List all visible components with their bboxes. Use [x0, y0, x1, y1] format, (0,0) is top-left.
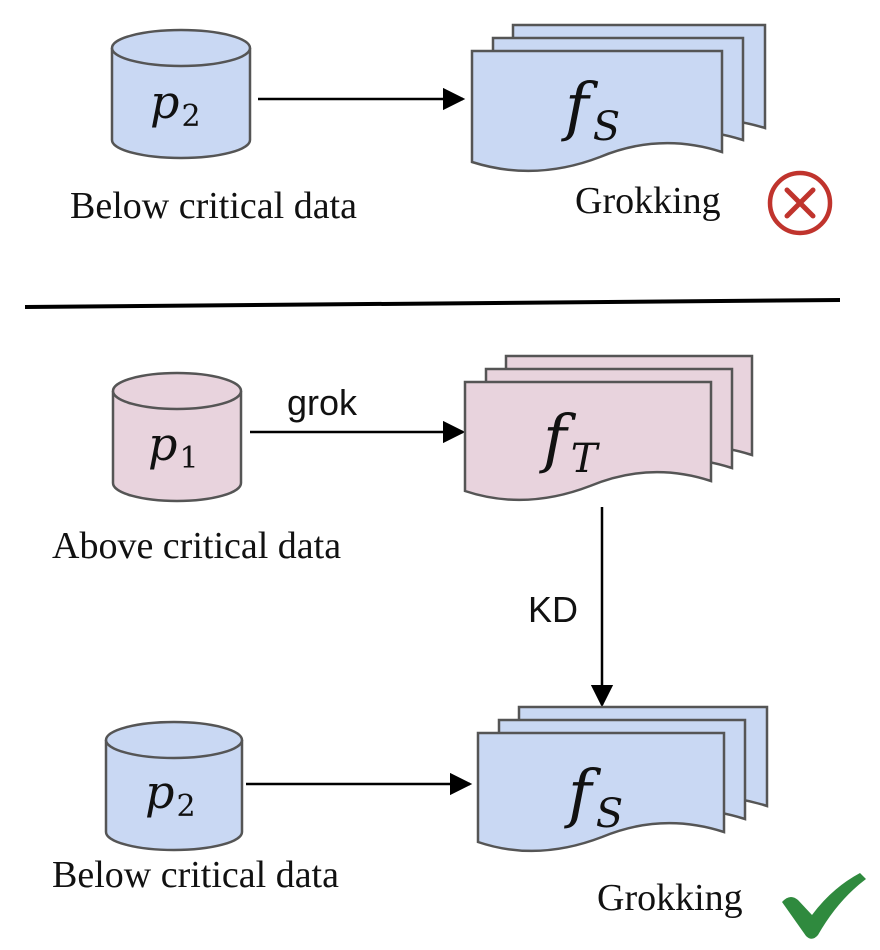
teacher-database-label: p1	[148, 417, 199, 476]
top-result-label: Grokking	[575, 180, 721, 222]
top-database-caption: Below critical data	[70, 185, 357, 227]
student-database-cylinder: p2	[104, 720, 244, 852]
check-icon	[782, 873, 866, 939]
top-database-label: p2	[150, 75, 201, 134]
top-database-cylinder: p2	[110, 28, 252, 160]
kd-arrow-label: KD	[528, 589, 578, 630]
cross-circle-icon	[767, 170, 833, 236]
student-database-caption: Below critical data	[52, 854, 339, 896]
teacher-database-cylinder: p1	[111, 371, 243, 503]
section-divider	[24, 298, 841, 309]
bottom-result-label: Grokking	[597, 877, 743, 919]
student-database-label: p2	[145, 765, 196, 824]
grok-arrow-label: grok	[287, 382, 358, 423]
teacher-database-caption: Above critical data	[52, 525, 341, 567]
